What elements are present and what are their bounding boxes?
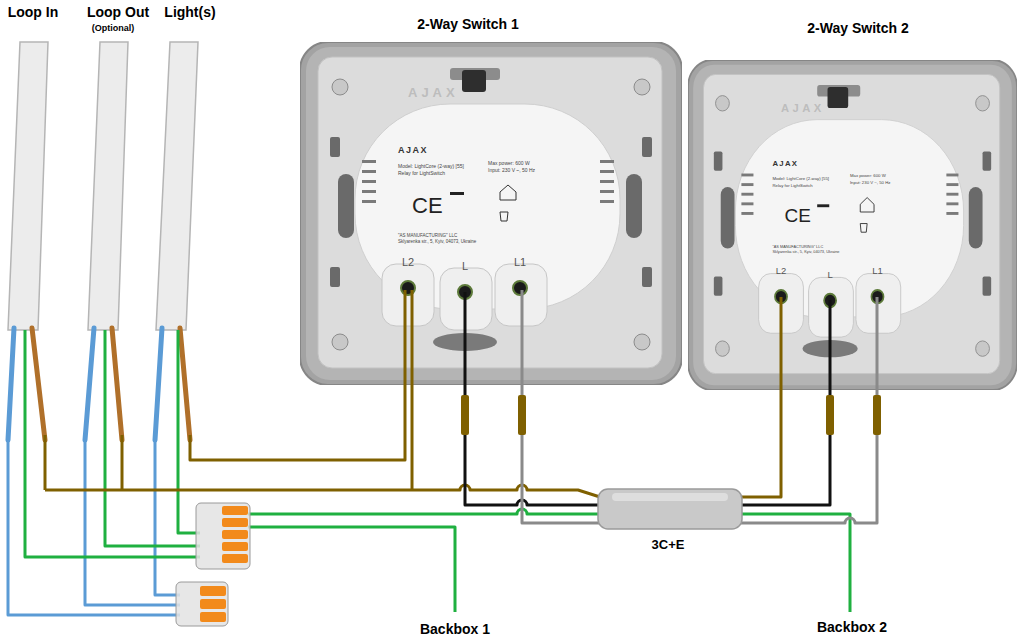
brown-sleeves [461,395,881,435]
device-marking: Relay for LightSwitch [772,184,812,189]
wago-connector-earth [196,503,250,569]
device-marking: "AS MANUFACTURING" LLC [398,234,457,239]
device-marking: CE [412,194,443,218]
wago-connector-neutral [176,582,228,626]
wiring-label: Loop Out [87,5,149,20]
terminal-label: L2 [776,266,787,276]
device-marking: Sklyarenka str., 5, Kyiv, 04073, Ukraine [398,240,476,245]
switch-heading: 2-Way Switch 2 [807,21,908,36]
device-marking: Relay for LightSwitch [398,171,445,177]
cable-3c-e [598,489,742,529]
device-marking: Model: LightCore (2-way) [55] [398,164,464,170]
wiring-label: 3C+E [652,538,685,552]
wiring-label: Light(s) [164,5,215,20]
terminal-label: L2 [402,256,414,268]
switch-heading: 2-Way Switch 1 [417,17,518,32]
device-marking: AJAX [398,146,428,156]
device-marking: Max power: 600 W [850,174,886,179]
device-marking: "AS MANUFACTURING" LLC [772,245,823,249]
terminal-label: L1 [514,256,526,268]
device-marking: AJAX [408,86,459,100]
device-marking: Max power: 600 W [488,161,530,167]
cable-sheaths [8,42,198,330]
cable-cores [8,328,190,440]
device-marking: AJAX [772,160,798,169]
wires [8,290,877,615]
switch-frame [300,42,682,385]
switch-frame [688,60,1017,390]
device-marking: Input: 230 V ~, 50 Hz [850,181,891,186]
terminal-label: L1 [872,266,883,276]
terminal-label: L [462,260,468,272]
terminal-label: L [827,270,832,280]
device-marking: Model: LightCore (2-way) [55] [772,177,829,182]
switch-relay: 2-Way Switch 2AJAXAJAXModel: LightCore (… [688,60,1017,390]
device-marking: Sklyarenka str., 5, Kyiv, 04073, Ukraine [772,250,839,254]
wiring-label: Backbox 1 [420,622,490,637]
device-marking: AJAX [781,102,825,114]
device-marking: CE [784,206,810,227]
device-marking: Input: 230 V ~, 50 Hz [488,168,535,174]
wiring-label: (Optional) [92,24,135,34]
wiring-label: Loop In [8,5,59,20]
switch-relay: 2-Way Switch 1AJAXAJAXModel: LightCore (… [300,42,682,385]
wiring-label: Backbox 2 [817,620,887,635]
